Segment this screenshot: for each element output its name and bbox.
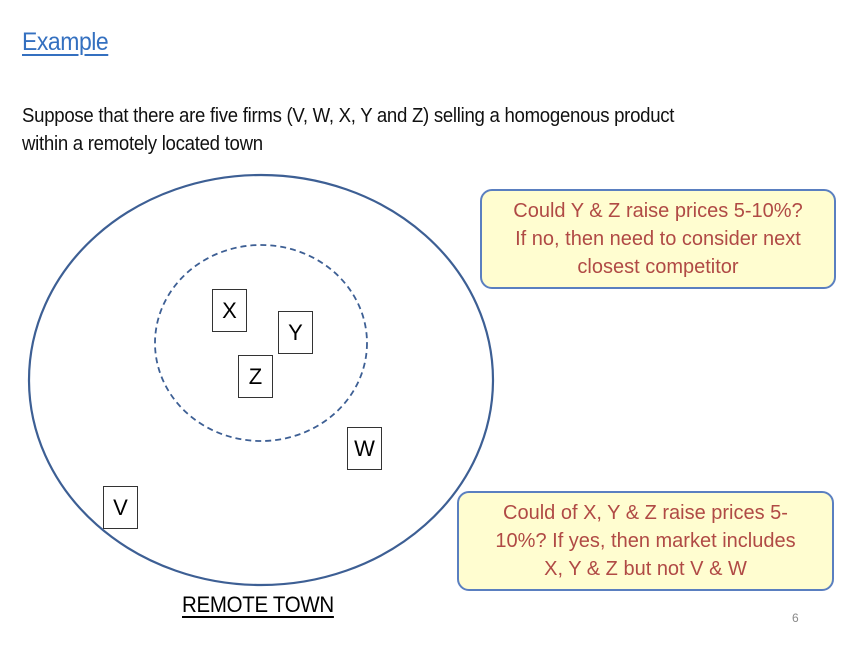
intro-paragraph: Suppose that there are five firms (V, W,… (22, 102, 842, 158)
close-competitor-boundary (154, 244, 368, 442)
firm-v: V (103, 486, 138, 529)
callout-bottom-line-1: Could of X, Y & Z raise prices 5- (503, 502, 788, 524)
page-number: 6 (792, 611, 799, 625)
firm-v-label: V (113, 494, 128, 520)
intro-line-1: Suppose that there are five firms (V, W,… (22, 105, 675, 127)
callout-top: Could Y & Z raise prices 5-10%? If no, t… (480, 189, 836, 289)
callout-bottom-line-3: X, Y & Z but not V & W (544, 558, 747, 580)
callout-bottom: Could of X, Y & Z raise prices 5- 10%? I… (457, 491, 834, 591)
firm-y: Y (278, 311, 313, 354)
firm-y-label: Y (288, 319, 303, 345)
firm-w-label: W (354, 435, 375, 461)
firm-z: Z (238, 355, 273, 398)
firm-w: W (347, 427, 382, 470)
callout-top-line-3: closest competitor (577, 256, 739, 278)
callout-top-line-2: If no, then need to consider next (515, 228, 801, 250)
firm-z-label: Z (248, 363, 263, 389)
callout-top-line-1: Could Y & Z raise prices 5-10%? (513, 200, 803, 222)
remote-town-boundary (27, 173, 495, 587)
firm-x-label: X (222, 297, 237, 323)
firm-x: X (212, 289, 247, 332)
callout-bottom-line-2: 10%? If yes, then market includes (495, 530, 796, 552)
slide-title: Example (22, 28, 109, 56)
intro-line-2: within a remotely located town (22, 133, 263, 155)
town-label: REMOTE TOWN (182, 592, 334, 617)
